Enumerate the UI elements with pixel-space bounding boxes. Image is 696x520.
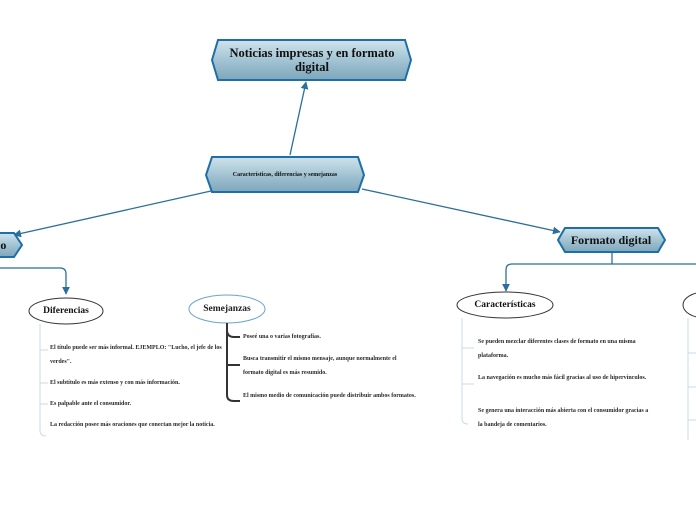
caracteristicas-note-1: Se pueden mezclar diferentes clases de f… xyxy=(478,335,654,363)
diferencias-ellipse[interactable] xyxy=(28,297,104,325)
left-branch-node-shape[interactable] xyxy=(0,232,24,258)
caracteristicas-note-3: Se genera una interacción más abierta co… xyxy=(478,404,654,432)
offscreen-note-lines xyxy=(687,318,696,440)
diferencias-label: Diferencias xyxy=(43,306,89,316)
offscreen-ellipse[interactable] xyxy=(682,292,696,318)
connector-left-branch-to-diferencias xyxy=(0,267,70,295)
left-branch-label: so xyxy=(0,237,7,252)
diferencias-note-4: La redacción posee más oraciones que con… xyxy=(50,418,222,432)
connector-central-to-left-branch xyxy=(13,190,212,238)
diferencias-note-lines xyxy=(39,324,48,437)
connectors xyxy=(0,81,696,295)
semejanzas-note-3: El mismo medio de comunicación puede dis… xyxy=(243,389,418,403)
title-node-label: Noticias impresas y en formato digital xyxy=(229,46,395,74)
central-node-label: Características, diferencias y semejanza… xyxy=(232,172,338,178)
caracteristicas-note-2: La navegación es mucho más fácil gracias… xyxy=(478,371,654,385)
connector-central-to-right-branch xyxy=(361,188,561,235)
title-node-shape[interactable] xyxy=(210,39,413,81)
diferencias-note-3: Es palpable ante el consumidor. xyxy=(50,397,222,411)
right-branch-node-shape[interactable] xyxy=(556,227,667,253)
caracteristicas-label: Características xyxy=(474,300,536,310)
caracteristicas-note-lines xyxy=(461,318,474,425)
semejanzas-note-2: Busca transmitir el mismo mensaje, aunqu… xyxy=(243,352,418,380)
diferencias-note-2: El subtítulo es más extenso y con más in… xyxy=(50,376,222,390)
right-branch-label: Formato digital xyxy=(570,232,652,247)
semejanzas-label: Semejanzas xyxy=(203,304,251,314)
connector-right-branch-to-caracteristicas xyxy=(502,253,613,292)
semejanzas-note-1: Poseé una o varias fotografías. xyxy=(243,330,418,344)
central-node-shape[interactable] xyxy=(204,156,366,193)
caracteristicas-ellipse[interactable] xyxy=(456,291,554,319)
semejanzas-bracket xyxy=(226,323,240,402)
diferencias-note-1: El título puede ser más informal. EJEMPL… xyxy=(50,341,222,369)
connector-central-to-title xyxy=(289,81,309,156)
